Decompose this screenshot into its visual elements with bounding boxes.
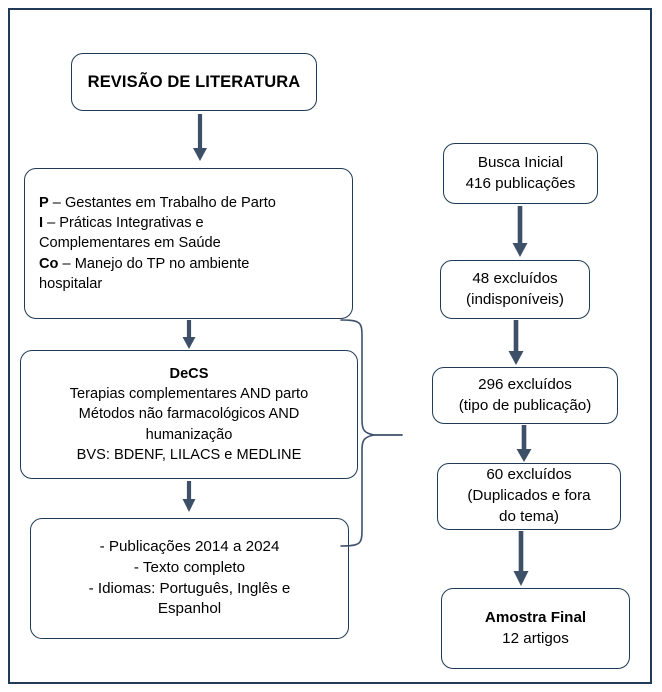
arrow-excluded48-to-excluded296 xyxy=(505,320,527,366)
node-excluded-60[interactable]: 60 excluídos (Duplicados e fora do tema) xyxy=(437,463,621,530)
node-pico-criteria[interactable]: P – Gestantes em Trabalho de Parto I – P… xyxy=(24,168,353,319)
pico-text-co-cont: hospitalar xyxy=(39,275,103,292)
final-sample-line-1: Amostra Final xyxy=(484,608,587,626)
decs-line-4: BVS: BDENF, LILACS e MEDLINE xyxy=(76,446,302,463)
pico-text-i: – Práticas Integrativas e xyxy=(43,215,204,232)
arrow-excluded60-to-final-sample xyxy=(510,531,532,587)
pico-line-p: P – Gestantes em Trabalho de Parto xyxy=(25,193,366,213)
excluded60-line-1: 60 excluídos xyxy=(486,466,572,484)
pico-prefix-i: I xyxy=(39,215,44,232)
excluded60-line-3: do tema) xyxy=(499,507,559,525)
node-title-label: REVISÃO DE LITERATURA xyxy=(87,72,301,91)
node-inclusion-criteria[interactable]: - Publicações 2014 a 2024 - Texto comple… xyxy=(30,518,349,639)
criteria-line-3: - Idiomas: Português, Inglês e xyxy=(88,579,291,597)
criteria-line-1: - Publicações 2014 a 2024 xyxy=(99,537,280,555)
decs-heading: DeCS xyxy=(169,366,209,383)
pico-line-co: Co – Manejo do TP no ambiente xyxy=(25,254,366,274)
node-decs-descriptors[interactable]: DeCS Terapias complementares AND parto M… xyxy=(20,350,358,479)
pico-text-co: – Manejo do TP no ambiente xyxy=(58,255,250,272)
final-sample-line-2: 12 artigos xyxy=(502,629,569,647)
pico-line-i: I – Práticas Integrativas e xyxy=(25,213,366,233)
excluded296-line-1: 296 excluídos xyxy=(478,375,572,393)
criteria-line-2: - Texto completo xyxy=(133,558,246,576)
initial-search-line-1: Busca Inicial xyxy=(477,153,564,171)
brace-connector-icon xyxy=(338,312,408,554)
pico-text-i-cont: Complementares em Saúde xyxy=(39,235,221,252)
arrow-pico-to-decs xyxy=(178,320,200,350)
arrow-excluded296-to-excluded60 xyxy=(513,425,535,463)
node-initial-search[interactable]: Busca Inicial 416 publicações xyxy=(443,143,598,204)
pico-line-co-cont: hospitalar xyxy=(25,274,366,294)
diagram-frame xyxy=(8,8,652,684)
pico-prefix-p: P xyxy=(39,195,49,212)
arrow-decs-to-criteria xyxy=(178,481,200,513)
decs-line-2: Métodos não farmacológicos AND xyxy=(78,406,300,423)
pico-text-p: – Gestantes em Trabalho de Parto xyxy=(48,195,276,212)
node-excluded-296[interactable]: 296 excluídos (tipo de publicação) xyxy=(432,367,618,424)
excluded48-line-1: 48 excluídos xyxy=(472,269,558,287)
pico-prefix-co: Co xyxy=(39,255,59,272)
pico-line-i-cont: Complementares em Saúde xyxy=(25,233,366,253)
decs-line-1: Terapias complementares AND parto xyxy=(69,386,309,403)
excluded296-line-2: (tipo de publicação) xyxy=(458,396,592,414)
criteria-line-4: Espanhol xyxy=(157,600,222,618)
node-excluded-48[interactable]: 48 excluídos (indisponíveis) xyxy=(440,260,590,319)
decs-line-3: humanização xyxy=(145,426,233,443)
arrow-title-to-pico xyxy=(189,114,211,162)
node-revisao-de-literatura[interactable]: REVISÃO DE LITERATURA xyxy=(71,53,317,111)
excluded60-line-2: (Duplicados e fora xyxy=(467,487,591,505)
initial-search-line-2: 416 publicações xyxy=(465,174,576,192)
node-final-sample[interactable]: Amostra Final 12 artigos xyxy=(441,588,630,669)
excluded48-line-2: (indisponíveis) xyxy=(466,290,564,308)
arrow-busca-to-excluded48 xyxy=(509,206,531,258)
